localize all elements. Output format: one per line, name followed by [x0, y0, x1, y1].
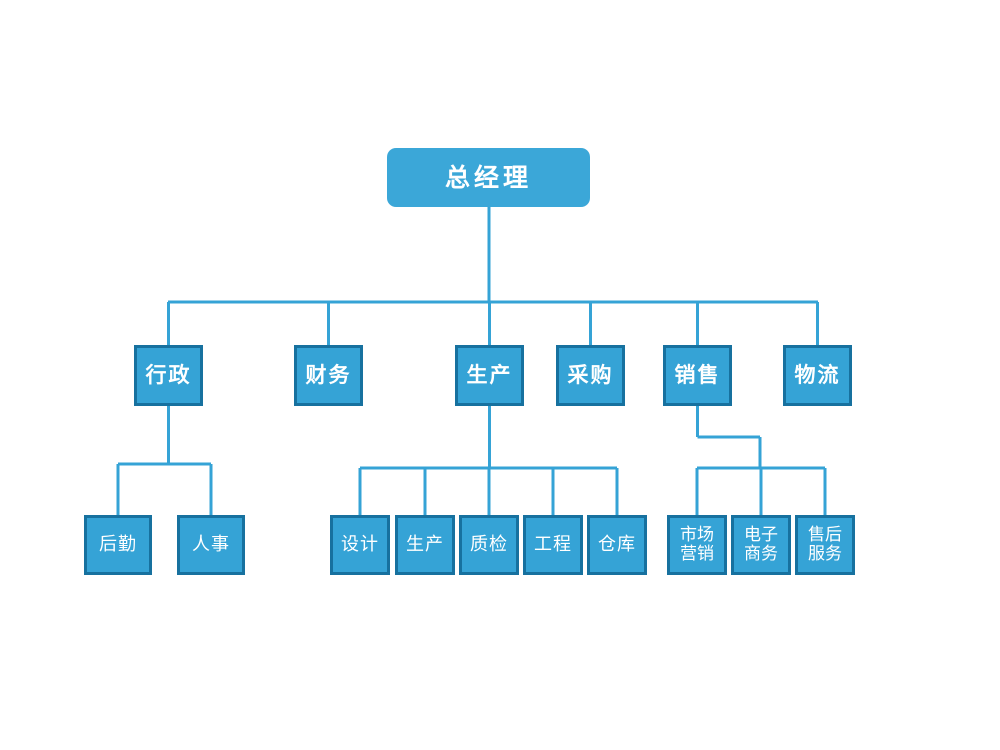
org-node-label: 物流	[794, 362, 841, 387]
org-node-label: 售后 服务	[808, 524, 842, 564]
org-node-zhijian[interactable]: 质检	[459, 515, 519, 575]
org-node-shengchan[interactable]: 生产	[455, 345, 524, 406]
org-node-label: 质检	[470, 533, 508, 555]
org-node-houqin[interactable]: 后勤	[84, 515, 152, 575]
org-node-sc-prod[interactable]: 生产	[395, 515, 455, 575]
org-node-xiaoshou[interactable]: 销售	[663, 345, 732, 406]
org-node-label: 人事	[192, 533, 230, 555]
org-node-shouhou[interactable]: 售后 服务	[795, 515, 855, 575]
org-node-label: 行政	[145, 362, 192, 387]
org-node-label: 电子 商务	[744, 524, 778, 564]
org-node-label: 后勤	[99, 533, 137, 555]
org-node-label: 财务	[305, 362, 352, 387]
org-node-label: 设计	[341, 533, 379, 555]
org-node-wuliu[interactable]: 物流	[783, 345, 852, 406]
org-node-gongcheng[interactable]: 工程	[523, 515, 583, 575]
org-node-xingzheng[interactable]: 行政	[134, 345, 203, 406]
org-node-label: 市场 营销	[680, 524, 714, 564]
org-node-sheji[interactable]: 设计	[330, 515, 390, 575]
org-node-caiwu[interactable]: 财务	[294, 345, 363, 406]
org-node-renshi[interactable]: 人事	[177, 515, 245, 575]
org-node-label: 工程	[534, 533, 572, 555]
org-node-shichang[interactable]: 市场 营销	[667, 515, 727, 575]
org-node-label: 生产	[466, 362, 513, 387]
org-node-cangku[interactable]: 仓库	[587, 515, 647, 575]
org-node-label: 生产	[406, 533, 444, 555]
org-node-dianzi[interactable]: 电子 商务	[731, 515, 791, 575]
org-node-label: 仓库	[598, 533, 636, 555]
org-node-label: 销售	[674, 362, 721, 387]
org-node-root[interactable]: 总经理	[387, 148, 590, 207]
org-node-caigou[interactable]: 采购	[556, 345, 625, 406]
org-node-label: 总经理	[444, 162, 532, 192]
org-node-label: 采购	[567, 362, 614, 387]
